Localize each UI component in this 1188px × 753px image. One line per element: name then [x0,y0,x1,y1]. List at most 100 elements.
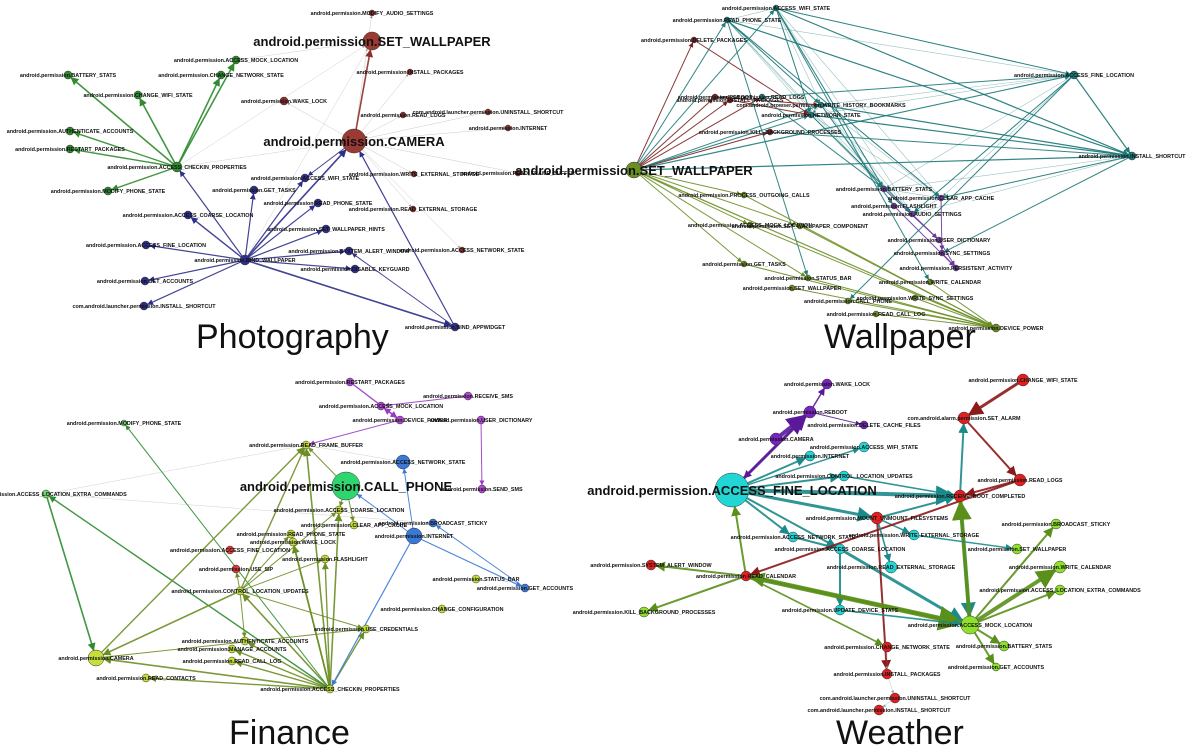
edge [48,495,331,690]
edge [353,140,516,174]
node-label: android.permission.RECEIVE_SMS [423,394,513,400]
node-label: android.permission.READ_CALENDAR [696,574,796,580]
edge [148,259,246,283]
edge [633,74,1071,171]
node-marker [399,111,407,119]
edge [743,263,993,329]
node-marker [960,615,980,635]
edge [726,19,1129,156]
node-marker [1050,518,1062,530]
node-marker [183,210,193,220]
panel-title-finance: Finance [229,714,350,752]
edge [242,593,331,690]
node-label: android.permission.ACCESS_FINE_LOCATION [587,483,876,498]
edge [147,259,246,305]
edge [749,479,1021,577]
edge [235,649,331,690]
node-label: android.permission.CONTROL_LOCATION_UPDA… [775,474,913,480]
edge [125,424,331,690]
edge [726,19,1071,76]
node-marker [889,692,901,704]
node-label: android.permission.MODIFY_AUDIO_SETTINGS [311,11,434,17]
node-marker [1127,151,1137,161]
edge-group [45,381,526,690]
node-marker [301,440,311,450]
edge [810,114,911,213]
edge [633,169,743,263]
edge [775,7,911,212]
node-marker [870,511,884,525]
edge [843,475,955,498]
node-label: android.permission.FLASHLIGHT [282,557,368,563]
node-label: android.permission.CHANGE_NETWORK_STATE [158,73,284,79]
node-label: android.permission.MODIFY_PHONE_STATE [67,421,182,427]
edge [810,114,1129,157]
graph-wallpaper: android.permission.ACCESS_WIFI_STATEandr… [515,4,1186,333]
node-label: android.permission.ACCESS_FINE_LOCATION [170,548,290,554]
node-label: com.android.alarm.permission.SET_ALARM [908,416,1021,422]
edge [886,74,1075,188]
node-marker [1011,543,1023,555]
node-marker [409,205,417,213]
edge [353,140,461,249]
node-label: android.permission.READ_FRAME_BUFFER [249,443,363,449]
node-marker [227,656,237,666]
node-label: android.permission.GET_ACCOUNTS [948,665,1045,671]
edge [633,169,798,226]
edge [654,561,747,577]
node-marker [645,559,657,571]
node-marker [520,583,530,593]
node-marker [884,560,898,574]
edge [726,19,940,197]
node-group: android.permission.WAKE_LOCKandroid.perm… [573,373,1141,716]
edge [775,7,812,113]
node-marker [141,673,151,683]
edge [149,243,246,261]
node-marker [225,545,235,555]
node-marker [325,684,335,694]
node-label: android.permission.ACCESS_COARSE_LOCATIO… [274,508,405,514]
node-marker [240,636,250,646]
node-label: android.permission.INSTALL_PACKAGES [676,98,783,104]
node-label: com.android.launcher.permission.UNINSTAL… [413,110,565,116]
edge [633,9,775,171]
edge [633,169,742,196]
edge [775,7,1071,76]
node-label: android.permission.WRITE_EXTERNAL_STORAG… [349,172,480,178]
node-marker [723,16,731,24]
node-marker [120,419,128,427]
node-marker [998,640,1010,652]
node-label: android.permission.GET_TASKS [212,188,296,194]
node-marker [881,668,893,680]
node-marker [766,128,774,136]
node-label: android.permission.CAMERA [738,437,813,443]
edge [729,7,777,21]
node-label: android.permission.USE_SIP [199,567,274,573]
edge [287,102,355,142]
node-marker [463,391,473,401]
node-marker [103,186,113,196]
node-marker [772,4,780,12]
edge [820,104,1129,157]
node-label: android.permission.CHANGE_NETWORK_STATE [824,645,950,651]
node-label: android.permission.DEVICE_POWER [949,326,1044,332]
edge [384,395,469,408]
node-label: android.permission.READ_PHONE_STATE [673,18,782,24]
node-marker [1016,373,1030,387]
node-label: android.permission.PROCESS_OUTGOING_CALL… [678,193,810,199]
edge [359,151,456,328]
edge [70,76,178,168]
node-marker [216,70,226,80]
node-marker [758,93,766,101]
edge [139,97,178,168]
node-label: android.permission.ACCESS_LOCATION_EXTRA… [0,492,127,498]
node-label: android.permission.READ_PHONE_STATE [264,201,373,207]
edge [149,675,331,690]
node-marker [484,108,492,116]
edge [951,499,972,626]
node-label: android.permission.SET_WALLPAPER [968,547,1067,553]
node-marker [817,101,825,109]
node-marker [504,124,512,132]
edge [435,524,526,589]
edge [73,147,178,168]
